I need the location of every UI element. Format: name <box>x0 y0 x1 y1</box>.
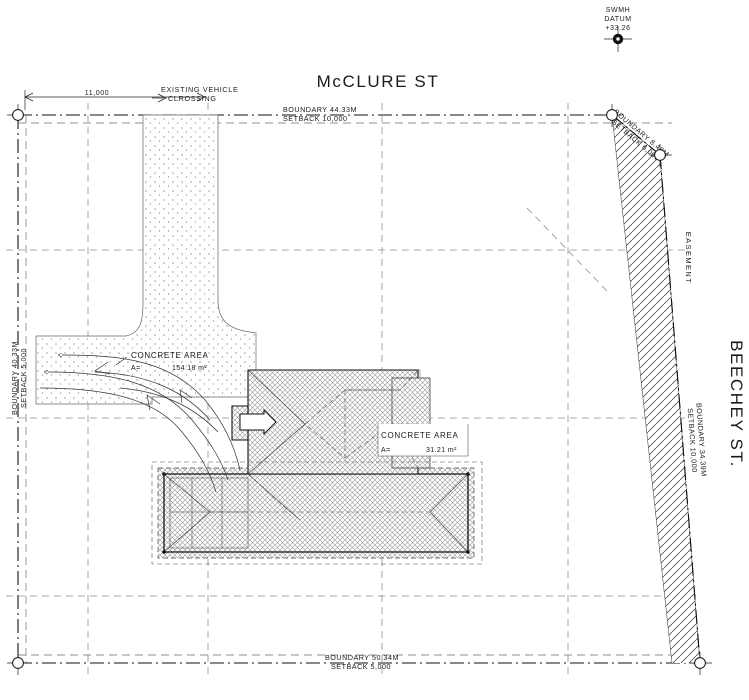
building-extent-dashed <box>151 461 483 565</box>
building-corner-peg <box>466 550 470 554</box>
area-label-driveway: CONCRETE AREA A= 154.18 m² <box>131 351 209 372</box>
area-driveway-title: CONCRETE AREA <box>131 351 209 360</box>
boundary-label-south-line2: SETBACK 5,000 <box>331 662 391 671</box>
note-line1: EXISTING VEHICLE <box>161 85 239 94</box>
street-label-beechey: BEECHEY ST. <box>727 340 746 468</box>
survey-peg-icon <box>689 652 712 675</box>
area-rear-symbol: A= <box>381 447 391 454</box>
dimension-value-11000: 11,000 <box>85 90 110 97</box>
vehicle-swept-path <box>39 355 241 493</box>
datum-marker: SWMH DATUM +33.26 <box>604 7 632 52</box>
boundary-label-north-line2: SETBACK 10,000 <box>283 114 348 123</box>
boundary-label-east: BOUNDARY 34.39M SETBACK 10,000 <box>686 403 709 477</box>
area-driveway-symbol: A= <box>131 365 141 372</box>
grid-line-diagonal <box>526 207 609 293</box>
dwelling-footprint <box>157 369 475 559</box>
survey-corner-markers <box>7 104 712 675</box>
roof-ridge-lines <box>163 369 469 553</box>
street-label-mcclure: McCLURE ST <box>317 72 440 91</box>
survey-peg-icon <box>7 104 31 127</box>
area-rear-title: CONCRETE AREA <box>381 431 459 440</box>
survey-peg-icon <box>7 652 31 675</box>
boundary-label-south-line1: BOUNDARY 50.34M <box>325 653 399 662</box>
datum-label-line1: SWMH <box>606 7 631 14</box>
building-lower-wing <box>163 473 469 553</box>
setback-lines <box>18 115 700 663</box>
boundary-line-east-top <box>659 154 701 664</box>
boundary-label-east-line2: SETBACK 10,000 <box>686 408 699 473</box>
datum-label-line2: DATUM <box>604 16 631 23</box>
boundary-label-south: BOUNDARY 50.34M SETBACK 5,000 <box>325 653 399 671</box>
area-driveway-value: 154.18 m² <box>172 365 207 372</box>
survey-peg-icon <box>601 104 624 127</box>
boundary-label-west-line1: BOUNDARY 40.33M <box>10 341 19 415</box>
building-corner-peg <box>162 472 166 476</box>
survey-peg-icon <box>649 144 672 167</box>
dimension-driveway-offset: 11,000 <box>24 90 206 110</box>
building-corner-peg <box>162 550 166 554</box>
datum-target-icon <box>604 26 632 52</box>
building-internal-divisions <box>169 477 249 549</box>
driveway-shape <box>35 114 257 405</box>
boundary-label-west: BOUNDARY 40.33M SETBACK 5,000 <box>10 341 28 415</box>
note-existing-vehicle-crossing: EXISTING VEHICLE CLROSSING <box>152 85 239 103</box>
concrete-driveway-area <box>35 114 257 405</box>
building-corner-peg <box>466 472 470 476</box>
boundary-line-northeast-top <box>611 114 661 156</box>
boundary-label-north: BOUNDARY 44.33M SETBACK 10,000 <box>283 105 357 123</box>
easement-label: EASEMENT <box>684 232 693 284</box>
area-label-rear: CONCRETE AREA A= 31.21 m² <box>377 424 469 457</box>
boundary-label-west-line2: SETBACK 5,000 <box>19 348 28 408</box>
boundary-label-north-line1: BOUNDARY 44.33M <box>283 105 357 114</box>
entry-arrow-symbol <box>239 408 277 436</box>
easement-zone: EASEMENT <box>611 114 701 664</box>
area-rear-value: 31.21 m² <box>426 447 457 454</box>
note-line2: CLROSSING <box>168 94 217 103</box>
